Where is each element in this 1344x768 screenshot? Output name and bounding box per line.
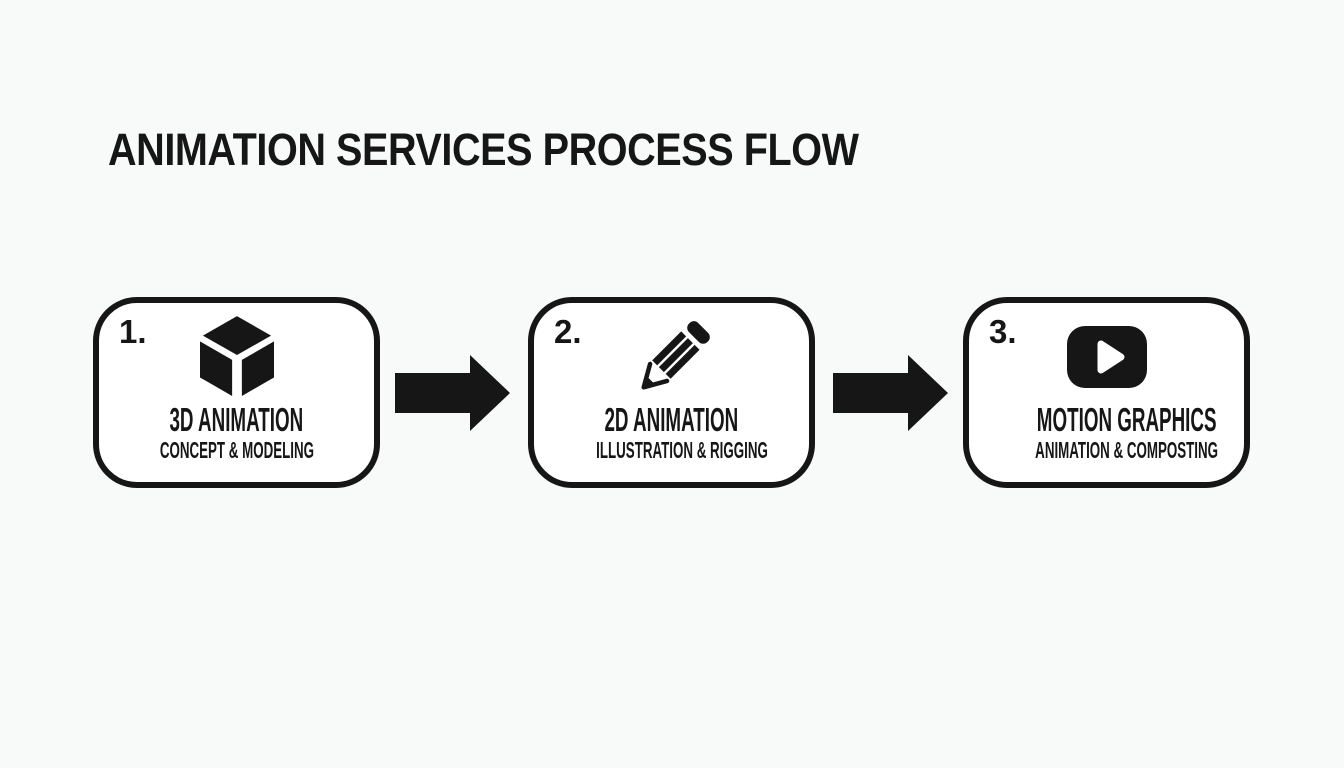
step-box-motion-graphics: 3. MOTION GRAPHICS ANIMATION & COMPOSTIN… xyxy=(963,297,1250,488)
step-label: MOTION GRAPHICS xyxy=(1036,401,1217,438)
step-box-3d-animation: 1. 3D ANIMATION CONCEPT & MODELING xyxy=(93,297,380,488)
step-sublabel: CONCEPT & MODELING xyxy=(159,437,314,463)
right-arrow-icon xyxy=(833,355,948,431)
step-number: 1. xyxy=(119,313,147,350)
step-sublabel: ANIMATION & COMPOSTING xyxy=(1035,437,1218,463)
cube-3d-icon xyxy=(99,311,374,403)
step-label: 2D ANIMATION xyxy=(604,401,739,438)
right-arrow-icon xyxy=(395,355,510,431)
page-title: ANIMATION SERVICES PROCESS FLOW xyxy=(108,124,859,175)
step-number: 3. xyxy=(989,313,1017,350)
pencil-icon xyxy=(534,311,809,403)
step-sublabel: ILLUSTRATION & RIGGING xyxy=(596,437,768,463)
step-label: 3D ANIMATION xyxy=(169,401,304,438)
play-button-icon xyxy=(969,311,1244,403)
step-box-2d-animation: 2. 2D ANIMATION ILLUSTRATION & RIGGING xyxy=(528,297,815,488)
step-number: 2. xyxy=(554,313,582,350)
